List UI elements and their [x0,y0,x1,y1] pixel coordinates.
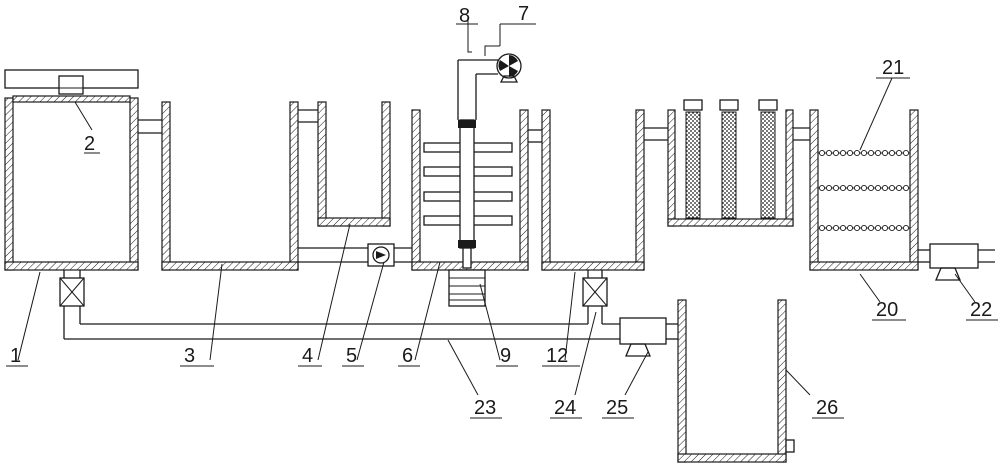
label-24: 24 [554,397,576,419]
aeration-bead [860,149,868,157]
label-26: 26 [816,397,838,419]
aeration-bead [839,224,847,232]
check-valve-5 [367,243,395,267]
tank-3 [161,101,299,271]
aeration-bead [902,149,910,157]
aeration-bead [825,149,833,157]
aeration-bead [853,224,861,232]
leader-lines [17,20,976,396]
pipe-8 [457,59,498,120]
aeration-bead [874,184,882,192]
pump-22 [929,243,979,281]
blower-7 [496,53,522,83]
mixing-tank-6 [411,109,529,271]
label-2: 2 [84,133,95,155]
label-3: 3 [184,345,195,367]
aeration-bead [846,224,854,232]
aeration-bead [839,149,847,157]
drain-valve-24 [582,270,608,307]
aeration-bead [818,149,826,157]
pipe-20-22 [918,249,995,263]
aeration-bead [895,149,903,157]
aeration-bead [860,184,868,192]
aeration-bead [867,224,875,232]
label-21: 21 [882,57,904,79]
label-23: 23 [474,397,496,419]
aeration-bead [867,184,875,192]
aeration-bead [846,184,854,192]
label-22: 22 [970,299,992,321]
aeration-bead [881,224,889,232]
tank-1 [4,69,139,271]
aeration-bead [874,224,882,232]
drain-pipe-23 [63,306,620,340]
label-6: 6 [402,345,413,367]
tank-20 [809,109,919,271]
label-25: 25 [606,397,628,419]
aeration-tubes-21 [818,149,910,232]
pipe-3-4 [298,109,318,123]
labels: 2 8 7 21 1 3 4 5 6 9 12 20 22 23 24 25 2… [6,3,998,419]
aeration-bead [874,149,882,157]
aeration-bead [846,149,854,157]
aeration-bead [888,149,896,157]
aeration-bead [853,184,861,192]
label-9: 9 [500,345,511,367]
aeration-bead [888,224,896,232]
aeration-bead [888,184,896,192]
tank-4 [317,101,391,227]
aeration-bead [867,149,875,157]
motor-9 [448,269,486,307]
pump-25 [619,317,678,357]
aeration-bead [839,184,847,192]
aeration-bead [902,184,910,192]
label-1: 1 [10,345,21,367]
filter-tank [667,99,794,227]
tank-12 [541,109,645,271]
label-12: 12 [546,345,568,367]
aeration-bead [832,149,840,157]
tank-26 [677,299,795,463]
label-20: 20 [876,299,898,321]
pipe-1-3 [138,119,162,134]
aeration-bead [832,224,840,232]
drain-valve-tank1 [59,270,85,307]
label-5: 5 [346,345,357,367]
aeration-bead [895,184,903,192]
pipe-filter-20 [793,127,810,141]
aeration-bead [881,149,889,157]
aeration-bead [895,224,903,232]
aeration-bead [818,184,826,192]
aeration-bead [825,184,833,192]
label-4: 4 [302,345,313,367]
aeration-bead [860,224,868,232]
aeration-bead [881,184,889,192]
aeration-bead [832,184,840,192]
pipe-3-6 [298,247,412,263]
aeration-bead [853,149,861,157]
label-7: 7 [518,3,529,25]
aeration-bead [825,224,833,232]
pipe-6-12 [528,129,542,143]
label-8: 8 [459,5,470,27]
aeration-bead [902,224,910,232]
aeration-bead [818,224,826,232]
pipe-12-filter [644,127,668,141]
